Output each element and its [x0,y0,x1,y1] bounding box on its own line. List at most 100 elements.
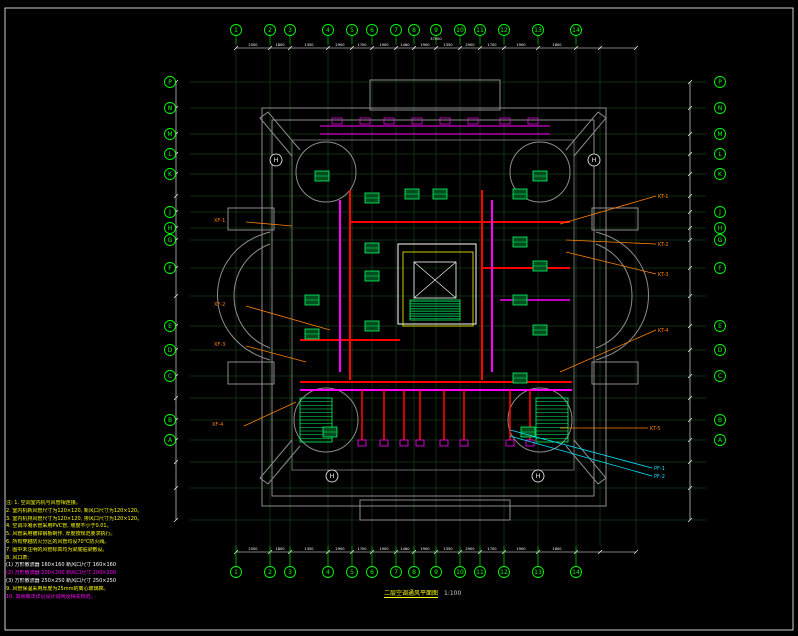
axis-bubble: 9 [430,24,442,36]
axis-label: P [718,79,722,86]
axis-bubble: E [714,320,726,332]
axis-bubble: 2 [264,566,276,578]
dim-tick [393,45,399,51]
axis-label: 2 [268,569,272,576]
elevator-x2 [413,261,457,299]
dim-tick [597,45,603,51]
dim-tick [233,45,239,51]
leader-r1 [559,195,657,225]
axis-bubble: 8 [408,24,420,36]
axis-bubble: B [164,414,176,426]
dim-text: 1700 [357,547,367,551]
outer-slab [261,107,607,507]
axis-label: 4 [326,27,330,34]
axis-bubble: 11 [474,566,486,578]
h-bubble: H [587,153,601,167]
dim-text: 2900 [335,547,345,551]
tag-left-3: XF-3 [214,342,225,348]
note-line: (2) 方形散流器 200×200 新风口尺寸 200×200 [6,570,116,577]
axis-label: L [718,151,722,158]
axis-label: A [168,437,173,444]
dim-text: 1900 [379,547,389,551]
axis-label: H [168,225,173,232]
note-line: 5. 风管采用镀锌钢板制作, 厚度按规范要求执行。 [6,531,116,538]
axis-bubble: 3 [284,566,296,578]
dim-text: 2900 [335,43,345,47]
axis-bubble: G [164,234,176,246]
dim-text: 1900 [516,43,526,47]
axis-label: 3 [288,569,292,576]
sheet-border [4,7,794,631]
drawing-title-text: 二层空调通风平面图 [384,590,439,597]
dim-text: 1900 [516,547,526,551]
air-unit [512,294,528,306]
axis-label: E [168,323,172,330]
dim-tick [287,45,293,51]
axis-label: K [168,171,173,178]
air-unit [532,170,548,182]
dim-text: 1460 [400,547,410,551]
h-label: H [592,157,597,164]
dim-text: 1700 [487,547,497,551]
axis-label: 8 [412,569,416,576]
dim-text: 2900 [465,547,475,551]
axis-label: N [718,105,723,112]
axis-bubble: F [714,262,726,274]
diffuser [505,439,515,447]
axis-bubble: 8 [408,566,420,578]
diag-sw [259,439,301,485]
air-unit [364,192,380,204]
tag-right-1: KT-1 [658,194,668,200]
axis-bubble: K [714,168,726,180]
note-line: (1) 方形散流器 160×160 新风口尺寸 160×160 [6,562,116,569]
tag-bottom: KT-5 [650,426,660,432]
arch-west [217,231,271,361]
note-line: 9. 风管保温采用厚度为25mm的离心玻璃棉。 [6,585,109,592]
axis-label: H [718,225,723,232]
grille [359,117,371,125]
note-line: 4. 空调冷凝水管采用PVC管, 坡度不小于0.01。 [6,523,112,530]
axis-label: M [717,131,722,138]
axis-bubble: J [714,206,726,218]
axis-label: 4 [326,569,330,576]
arch-west-inner [233,243,271,349]
axis-bubble: 14 [570,24,582,36]
axis-label: 5 [350,27,354,34]
diffuser [439,439,449,447]
dim-tick [687,437,693,443]
axis-label: F [718,265,722,272]
axis-bubble: 4 [322,24,334,36]
axis-label: 12 [500,569,508,576]
note-line: 2. 室内机新风管尺寸为120×120, 新风口尺寸为120×120。 [6,507,143,514]
wing-north [369,79,501,111]
dim-text: 1350 [443,43,453,47]
air-unit [432,188,448,200]
h-bubble: H [269,153,283,167]
dim-tick [687,293,693,299]
air-unit [532,324,548,336]
h-label: H [274,157,279,164]
air-unit [512,188,528,200]
dim-text: 1800 [275,43,285,47]
dim-text: 2900 [465,43,475,47]
axis-bubble: 5 [346,566,358,578]
axis-bubble: 6 [366,24,378,36]
grille [499,117,511,125]
axis-bubble: L [714,148,726,160]
axis-label: C [168,373,172,380]
axis-bubble: H [714,222,726,234]
dimension-chains: 2500250018001800135013502900290017001700… [173,37,693,555]
stair-sw [299,299,461,443]
dim-text: 1900 [379,43,389,47]
leaders [243,195,657,477]
dim-tick [173,517,179,523]
overall-dim: 37000 [430,37,442,41]
drawing-scale: 1:100 [444,590,462,597]
dim-tick [501,45,507,51]
note-line: 3. 室内机排风管尺寸为120×120, 排风口尺寸为120×120。 [6,515,143,522]
axis-bubble: N [164,102,176,114]
dim-tick [687,225,693,231]
axis-label: 13 [534,569,542,576]
diffuser [399,439,409,447]
